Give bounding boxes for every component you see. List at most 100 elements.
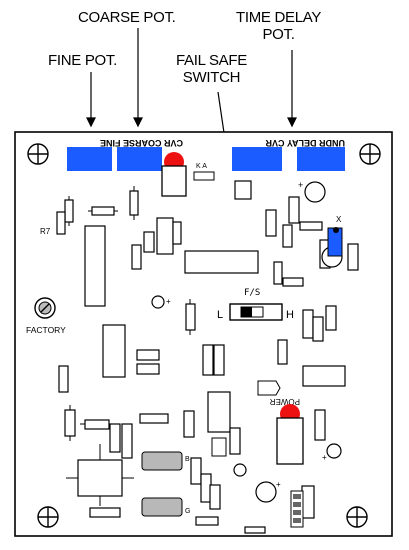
components xyxy=(56,180,359,534)
ic-u2 xyxy=(102,324,126,378)
resistor xyxy=(209,484,221,510)
resistor xyxy=(172,221,182,245)
resistor xyxy=(265,209,277,237)
power-led-icon xyxy=(276,404,304,465)
plus-label: + xyxy=(276,480,281,489)
capacitor-c6 xyxy=(233,463,247,477)
resistor xyxy=(288,196,300,224)
relay-block xyxy=(184,250,259,274)
g-label: G xyxy=(185,508,190,515)
resistor xyxy=(312,316,324,342)
resistor xyxy=(282,224,293,248)
corner-screws xyxy=(27,143,381,528)
fail-safe-callout: FAIL SAFE SWITCH xyxy=(176,52,247,86)
fine-pot-label: FINE POT. xyxy=(48,52,117,69)
fs-label: F/S xyxy=(244,288,260,298)
resistor xyxy=(84,419,110,430)
top-led-icon xyxy=(161,152,187,197)
plus-label: + xyxy=(322,453,327,462)
fine-pot-icon xyxy=(67,147,112,171)
resistor xyxy=(195,516,219,526)
capacitor xyxy=(156,217,174,255)
undr-pot-icon xyxy=(297,147,345,171)
capacitor-c5 xyxy=(255,481,277,503)
transformer xyxy=(77,459,123,497)
time-delay-label-line2: POT. xyxy=(262,26,295,43)
r7-label: R7 xyxy=(40,227,51,236)
resistor xyxy=(58,365,69,393)
pot-strip-left-label: CVR COARSE FINE xyxy=(100,138,183,148)
resistor xyxy=(185,303,196,331)
fine-pot-arrowhead-icon xyxy=(86,117,96,128)
pot-strip-right-label: UNDR DELAY CVR xyxy=(265,138,345,148)
b-label: B xyxy=(185,456,190,463)
resistor xyxy=(91,206,115,216)
resistor xyxy=(213,344,225,376)
resistor xyxy=(244,526,266,534)
delay-pot-icon xyxy=(232,147,282,171)
fail-safe-label-line2: SWITCH xyxy=(182,69,241,86)
coarse-pot-arrowhead-icon xyxy=(133,117,143,128)
screw-icon xyxy=(37,506,59,528)
fail-safe-switch[interactable] xyxy=(229,303,283,321)
time-delay-arrowhead-icon xyxy=(287,117,297,128)
resistor xyxy=(190,457,202,485)
resistor xyxy=(139,413,169,424)
coarse-pot-icon xyxy=(117,147,162,171)
resistor xyxy=(64,199,74,223)
resistor-network xyxy=(290,490,304,528)
capacitor-c1 xyxy=(304,181,326,203)
round-capacitors xyxy=(151,181,343,503)
x-label: X xyxy=(336,215,342,224)
resistor xyxy=(282,277,304,287)
resistor xyxy=(299,221,323,231)
capacitor-c4 xyxy=(326,443,342,459)
resistor xyxy=(347,243,359,271)
resistor xyxy=(229,427,241,455)
gray-component-b xyxy=(141,451,183,471)
factory-pot-icon xyxy=(34,297,56,319)
screw-icon xyxy=(346,506,368,528)
capacitor xyxy=(121,423,133,459)
screw-icon xyxy=(27,143,49,165)
coarse-pot-callout: COARSE POT. xyxy=(78,9,176,26)
transistor xyxy=(234,180,252,200)
time-delay-callout: TIME DELAY POT. xyxy=(236,9,321,43)
resistor xyxy=(202,344,214,376)
switch-toggle xyxy=(241,307,252,317)
ic-u3 xyxy=(302,365,346,387)
capacitor xyxy=(136,349,160,361)
capacitor-c3 xyxy=(151,295,165,309)
resistor xyxy=(314,409,326,441)
gray-component-g xyxy=(141,497,183,517)
ka-label: K A xyxy=(196,163,207,170)
jumper-pin xyxy=(333,227,339,233)
capacitor xyxy=(136,363,160,375)
resistor xyxy=(143,231,155,253)
regulator xyxy=(257,380,281,396)
potentiometers xyxy=(67,147,345,171)
resistor xyxy=(277,339,288,365)
resistor xyxy=(302,309,314,339)
resistor xyxy=(64,409,76,437)
component-leads xyxy=(66,186,191,506)
resistor xyxy=(325,305,337,331)
plus-label: + xyxy=(166,297,171,306)
resistor xyxy=(89,507,121,518)
coarse-pot-label: COARSE POT. xyxy=(78,9,176,26)
screw-icon xyxy=(359,143,381,165)
plus-label: + xyxy=(298,180,303,190)
resistor xyxy=(301,485,315,519)
time-delay-label-line1: TIME DELAY xyxy=(236,9,322,26)
transistor-q2 xyxy=(211,437,227,457)
switch-low-label: L xyxy=(217,309,223,321)
power-label: POWER xyxy=(270,397,300,406)
fail-safe-label-line1: FAIL SAFE xyxy=(176,52,247,69)
capacitor xyxy=(109,423,121,453)
resistor xyxy=(183,410,195,438)
resistor xyxy=(131,244,142,270)
diode-d1 xyxy=(193,171,215,181)
factory-label: FACTORY xyxy=(26,325,66,335)
resistor xyxy=(56,211,66,235)
